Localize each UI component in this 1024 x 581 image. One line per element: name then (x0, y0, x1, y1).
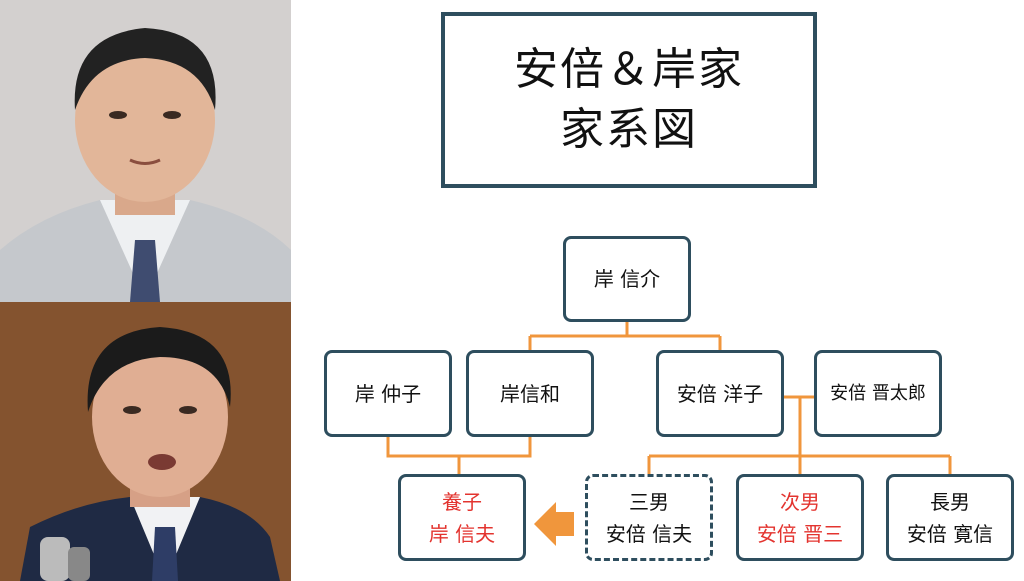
node-kishi-nobuo: 養子 岸 信夫 (398, 474, 526, 561)
node-abe-shintaro: 安倍 晋太郎 (814, 350, 942, 437)
node-label: 安倍 洋子 (676, 381, 764, 406)
node-relation-label: 養子 (442, 489, 482, 514)
node-label: 岸 信介 (593, 267, 661, 291)
node-label: 岸 仲子 (354, 381, 422, 406)
connector-nobusuke-children (528, 322, 722, 350)
node-kishi-nakako: 岸 仲子 (324, 350, 452, 437)
node-abe-yoko: 安倍 洋子 (656, 350, 784, 437)
node-relation-label: 三男 (629, 489, 669, 514)
node-abe-hironobu: 長男 安倍 寛信 (886, 474, 1014, 561)
photo-bottom (0, 302, 291, 581)
connector-yoko-shintaro (784, 395, 814, 456)
node-label: 安倍 信夫 (605, 521, 693, 546)
connector-nakako-nobukazu (386, 437, 532, 474)
title-line-2: 家系図 (560, 104, 698, 155)
node-kishi-nobusuke: 岸 信介 (563, 236, 691, 322)
node-label: 岸信和 (500, 381, 560, 406)
node-relation-label: 長男 (930, 489, 970, 514)
node-kishi-nobukazu: 岸信和 (466, 350, 594, 437)
node-relation-label: 次男 (780, 489, 820, 514)
node-abe-shinzo: 次男 安倍 晋三 (736, 474, 864, 561)
node-label: 安倍 晋三 (756, 521, 844, 546)
node-label: 安倍 寛信 (906, 521, 994, 546)
title-line-1: 安倍＆岸家 (514, 44, 744, 95)
node-label: 岸 信夫 (428, 521, 496, 546)
adoption-arrow (534, 502, 574, 546)
connector-abe-sons (647, 454, 952, 474)
node-abe-nobuo: 三男 安倍 信夫 (585, 474, 713, 561)
title-box: 安倍＆岸家 家系図 (441, 12, 817, 188)
photo-top (0, 0, 291, 302)
node-label: 安倍 晋太郎 (830, 382, 926, 404)
